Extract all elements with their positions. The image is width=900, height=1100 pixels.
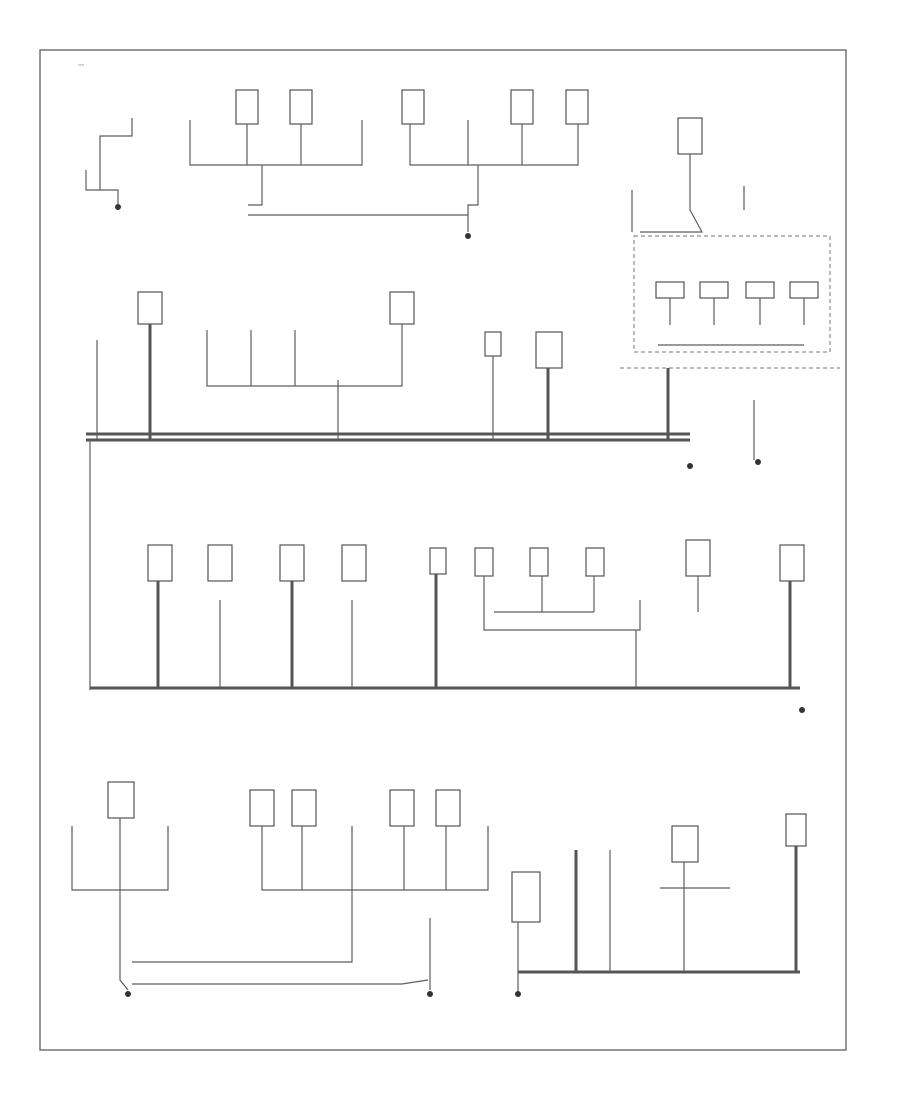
- component-box: [677, 117, 703, 155]
- component-box: [137, 291, 163, 325]
- component-box: [535, 331, 563, 369]
- svg-text:▪▪▪▪▪: ▪▪▪▪▪: [78, 63, 84, 67]
- component-box: [474, 547, 494, 577]
- component-box: [565, 89, 589, 125]
- component-box: [207, 544, 233, 582]
- component-box: [389, 789, 415, 827]
- component-box: [291, 789, 317, 827]
- component-box: [341, 544, 367, 582]
- ground-point-icon: [515, 991, 521, 997]
- module-outline: [633, 235, 831, 353]
- connector-box: [745, 281, 775, 299]
- component-box: [785, 813, 807, 847]
- row-2: [86, 291, 761, 690]
- ground-point-icon: [755, 459, 761, 465]
- connector-box: [699, 281, 729, 299]
- connector-box: [789, 281, 819, 299]
- component-box: [585, 547, 605, 577]
- component-box: [429, 547, 447, 575]
- row-4: [71, 781, 807, 997]
- ground-point-icon: [125, 991, 131, 997]
- component-box: [484, 331, 502, 357]
- diagram-frame: [39, 49, 847, 1051]
- component-box: [235, 89, 259, 125]
- component-box: [529, 547, 549, 577]
- component-box: [289, 89, 313, 125]
- component-box: [685, 539, 711, 577]
- component-box: [401, 89, 425, 125]
- connector-box: [655, 281, 685, 299]
- row-1: ▪▪▪▪▪: [78, 63, 840, 369]
- ground-point-icon: [115, 204, 121, 210]
- component-box: [279, 544, 305, 582]
- component-box: [435, 789, 461, 827]
- ground-point-icon: [687, 463, 693, 469]
- ground-point-icon: [427, 991, 433, 997]
- component-box: [389, 291, 415, 325]
- component-box: [511, 871, 541, 923]
- component-box: [107, 781, 135, 819]
- ground-point-icon: [465, 233, 471, 239]
- component-box: [779, 544, 805, 582]
- component-box: [249, 789, 275, 827]
- component-box: [147, 544, 173, 582]
- ground-point-icon: [799, 707, 805, 713]
- component-box: [510, 89, 534, 125]
- component-box: [671, 825, 699, 863]
- row-3: [90, 539, 805, 713]
